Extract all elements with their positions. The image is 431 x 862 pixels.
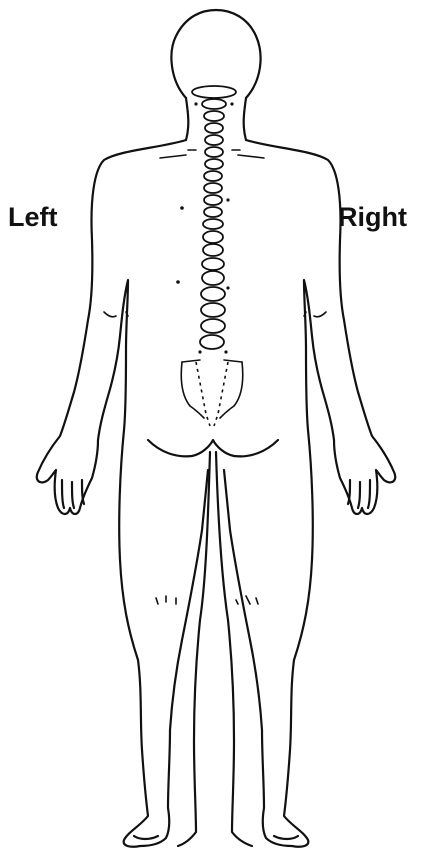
head-outline [171, 10, 260, 98]
inner-leg-left [178, 452, 210, 846]
right-arm-outline [246, 140, 395, 514]
left-foot-detail [134, 836, 158, 839]
right-leg-outline [224, 430, 313, 847]
right-foot-detail [274, 836, 298, 839]
neck-left-outline [186, 98, 188, 140]
inner-leg-right [216, 452, 252, 846]
spine-column [176, 86, 236, 354]
left-arm-outline [37, 140, 186, 514]
neck-right-outline [244, 98, 246, 140]
gluteal-fold [148, 440, 278, 456]
sacrum-pelvis [181, 360, 242, 426]
